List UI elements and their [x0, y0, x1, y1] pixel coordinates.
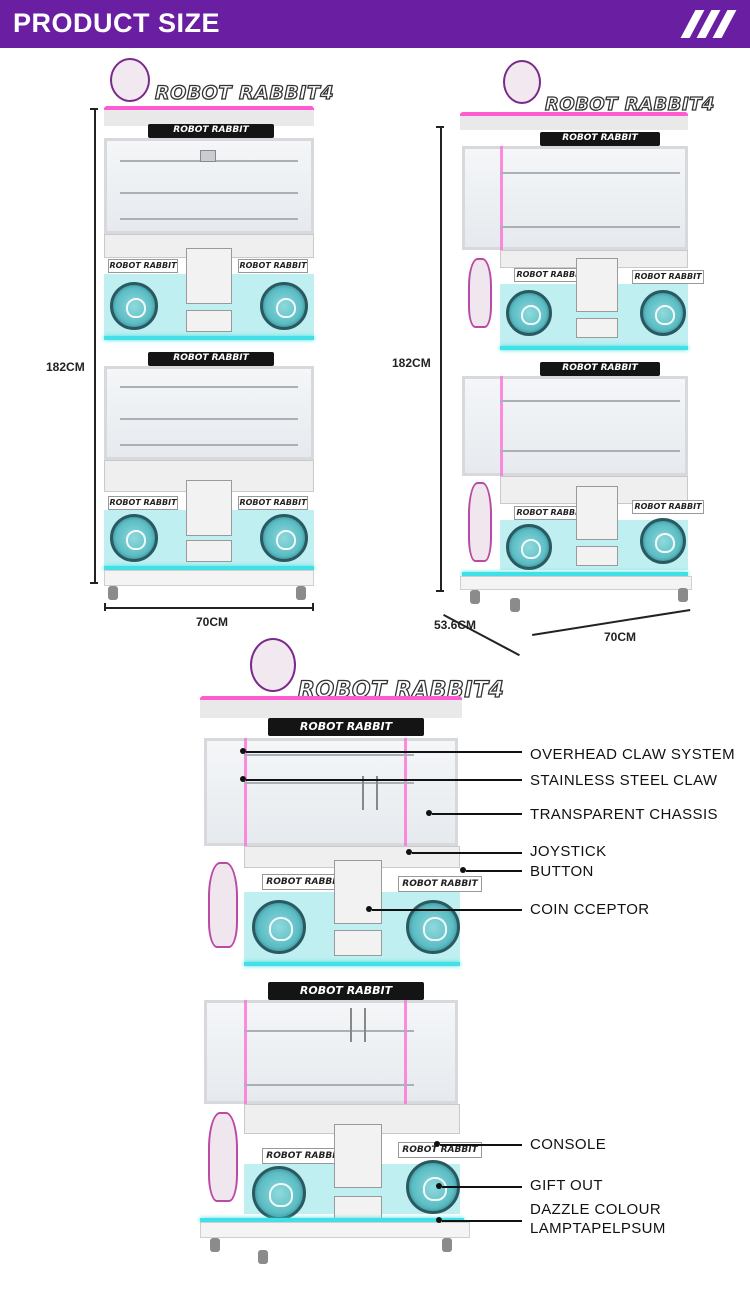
rabbit-logo-icon: [250, 638, 296, 692]
top-banner: ROBOT RABBIT: [148, 124, 274, 138]
machine-base: [104, 570, 314, 586]
side-height-label: 182CM: [392, 356, 431, 370]
side-width-label: 70CM: [604, 630, 637, 644]
wheel-icon: [296, 586, 306, 600]
header-bar: PRODUCT SIZE: [0, 0, 750, 48]
gift-portal-left-lower: [110, 514, 158, 562]
rabbit-logo-icon: [110, 58, 150, 102]
top-marquee: [104, 106, 314, 126]
gift-portal-right: [260, 282, 308, 330]
slashes-icon: [680, 6, 737, 42]
brand-logo-text: ROBOT RABBIT4: [544, 93, 715, 115]
callout-coin: COIN CCEPTOR: [530, 901, 650, 918]
front-width-label: 70CM: [196, 615, 229, 629]
callout-chassis: TRANSPARENT CHASSIS: [530, 806, 718, 823]
claw-icon: [200, 150, 216, 162]
rabbit-decal-icon: [468, 258, 492, 328]
rabbit-decal-icon: [468, 482, 492, 562]
side-height-line: [440, 126, 442, 592]
brand-logo-text: ROBOT RABBIT4: [154, 81, 335, 104]
claw-icon: [362, 776, 378, 810]
side-depth-label: 53.6CM: [434, 618, 477, 632]
callout-dazzle-line1: DAZZLE COLOUR: [530, 1201, 662, 1218]
coin-acceptor: [186, 248, 232, 304]
coin-acceptor: [334, 860, 382, 924]
claw-icon: [350, 1008, 366, 1042]
gift-portal-left: [110, 282, 158, 330]
front-height-line: [94, 108, 96, 584]
lower-banner: ROBOT RABBIT: [148, 352, 274, 366]
callout-console: CONSOLE: [530, 1136, 607, 1153]
callout-steel-claw: STAINLESS STEEL CLAW: [530, 772, 718, 789]
callout-gift-out: GIFT OUT: [530, 1177, 603, 1194]
callout-overhead-claw: OVERHEAD CLAW SYSTEM: [530, 746, 735, 763]
front-width-line: [104, 607, 314, 609]
wheel-icon: [108, 586, 118, 600]
lower-transparent-chassis: [204, 1000, 458, 1104]
page-title: PRODUCT SIZE: [13, 8, 221, 38]
rabbit-logo-icon: [503, 60, 541, 104]
dazzle-lamp-strip: [200, 1218, 464, 1222]
gift-portal-right-lower: [260, 514, 308, 562]
callout-dazzle-line2: LAMPTAPELPSUM: [530, 1220, 666, 1237]
rabbit-decal-icon: [208, 862, 238, 948]
callout-joystick: JOYSTICK: [530, 843, 607, 860]
front-height-label: 182CM: [46, 360, 85, 374]
callout-button: BUTTON: [530, 863, 594, 880]
rabbit-decal-icon: [208, 1112, 238, 1202]
